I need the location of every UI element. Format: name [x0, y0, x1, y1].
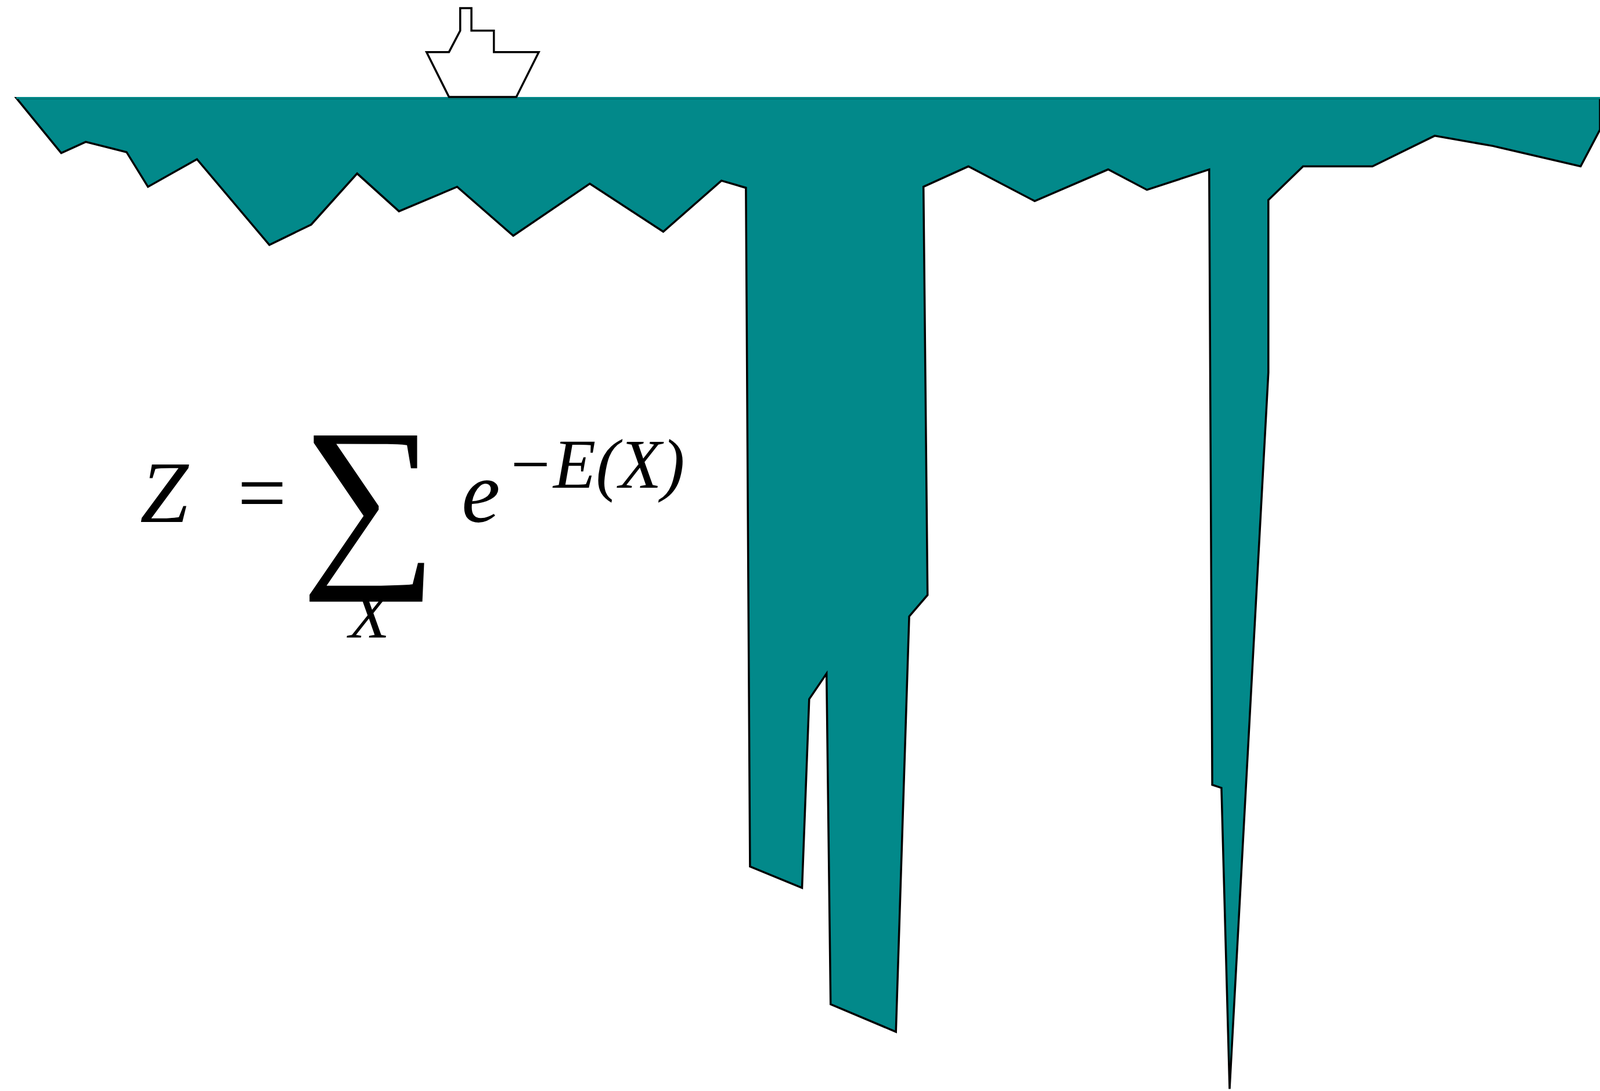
formula-lhs: Z =: [139, 448, 291, 536]
sum-symbol: ∑: [300, 400, 438, 593]
energy-surface: [16, 98, 1600, 1090]
exp-base: e: [461, 448, 501, 536]
ship-icon: [426, 8, 539, 97]
exponent: −E(X): [506, 429, 686, 500]
water-line: [16, 96, 1600, 100]
sum-index: X: [348, 581, 390, 649]
